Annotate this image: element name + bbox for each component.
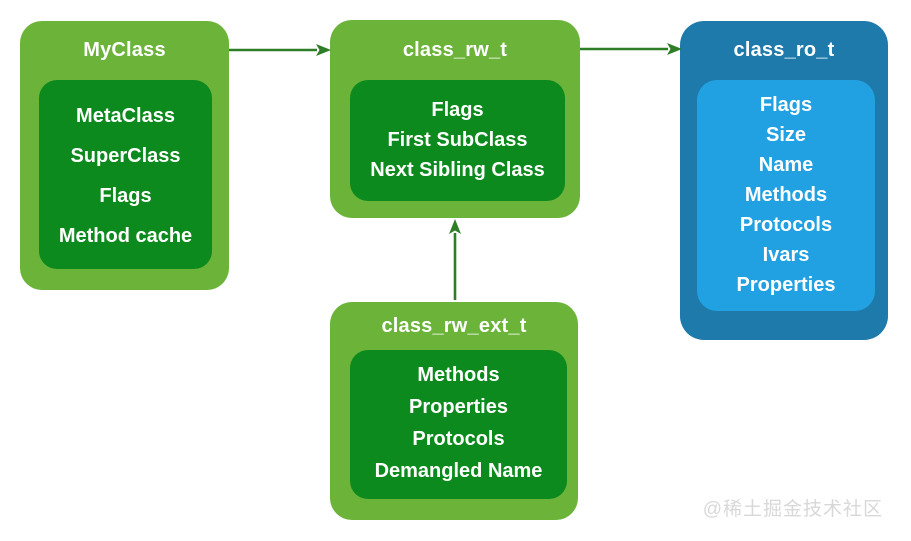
box-class-rw-ext-t-fields: Methods Properties Protocols Demangled N… xyxy=(350,350,567,499)
box-class-rw-t-fields: Flags First SubClass Next Sibling Class xyxy=(350,80,565,201)
box-item: Ivars xyxy=(762,243,810,266)
box-class-ro-t: class_ro_t Flags Size Name Methods Proto… xyxy=(680,21,888,340)
box-item: Flags xyxy=(431,98,484,121)
box-item: Next Sibling Class xyxy=(370,158,545,181)
box-class-ro-t-fields: Flags Size Name Methods Protocols Ivars … xyxy=(697,80,875,311)
box-item: Methods xyxy=(417,363,500,386)
box-item: MetaClass xyxy=(76,104,175,127)
watermark: @稀土掘金技术社区 xyxy=(702,499,883,520)
arrow-myclass-to-class-rw-t xyxy=(229,44,331,56)
box-myclass-fields: MetaClass SuperClass Flags Method cache xyxy=(39,80,212,269)
box-item: Protocols xyxy=(739,213,833,236)
box-item: Name xyxy=(758,153,814,176)
box-myclass: MyClass MetaClass SuperClass Flags Metho… xyxy=(20,21,229,290)
arrow-class-rw-t-to-class-ro-t xyxy=(580,43,682,55)
box-item: First SubClass xyxy=(387,128,528,151)
box-item: Properties xyxy=(736,273,836,296)
box-item: Protocols xyxy=(412,427,505,450)
arrow-class-rw-ext-t-to-class-rw-t xyxy=(449,219,461,300)
box-class-rw-ext-t: class_rw_ext_t Methods Properties Protoc… xyxy=(330,302,578,520)
box-title: class_ro_t xyxy=(733,39,835,61)
box-item: SuperClass xyxy=(70,144,181,167)
box-title: MyClass xyxy=(83,39,166,61)
box-item: Properties xyxy=(409,395,508,418)
box-title: class_rw_ext_t xyxy=(381,314,527,337)
box-class-rw-t: class_rw_t Flags First SubClass Next Sib… xyxy=(330,20,580,218)
box-title: class_rw_t xyxy=(402,38,508,61)
box-item: Methods xyxy=(744,183,828,206)
box-item: Demangled Name xyxy=(374,459,543,482)
box-item: Flags xyxy=(759,93,813,116)
box-item: Method cache xyxy=(58,224,193,247)
box-item: Flags xyxy=(99,184,152,207)
box-item: Size xyxy=(765,123,807,146)
